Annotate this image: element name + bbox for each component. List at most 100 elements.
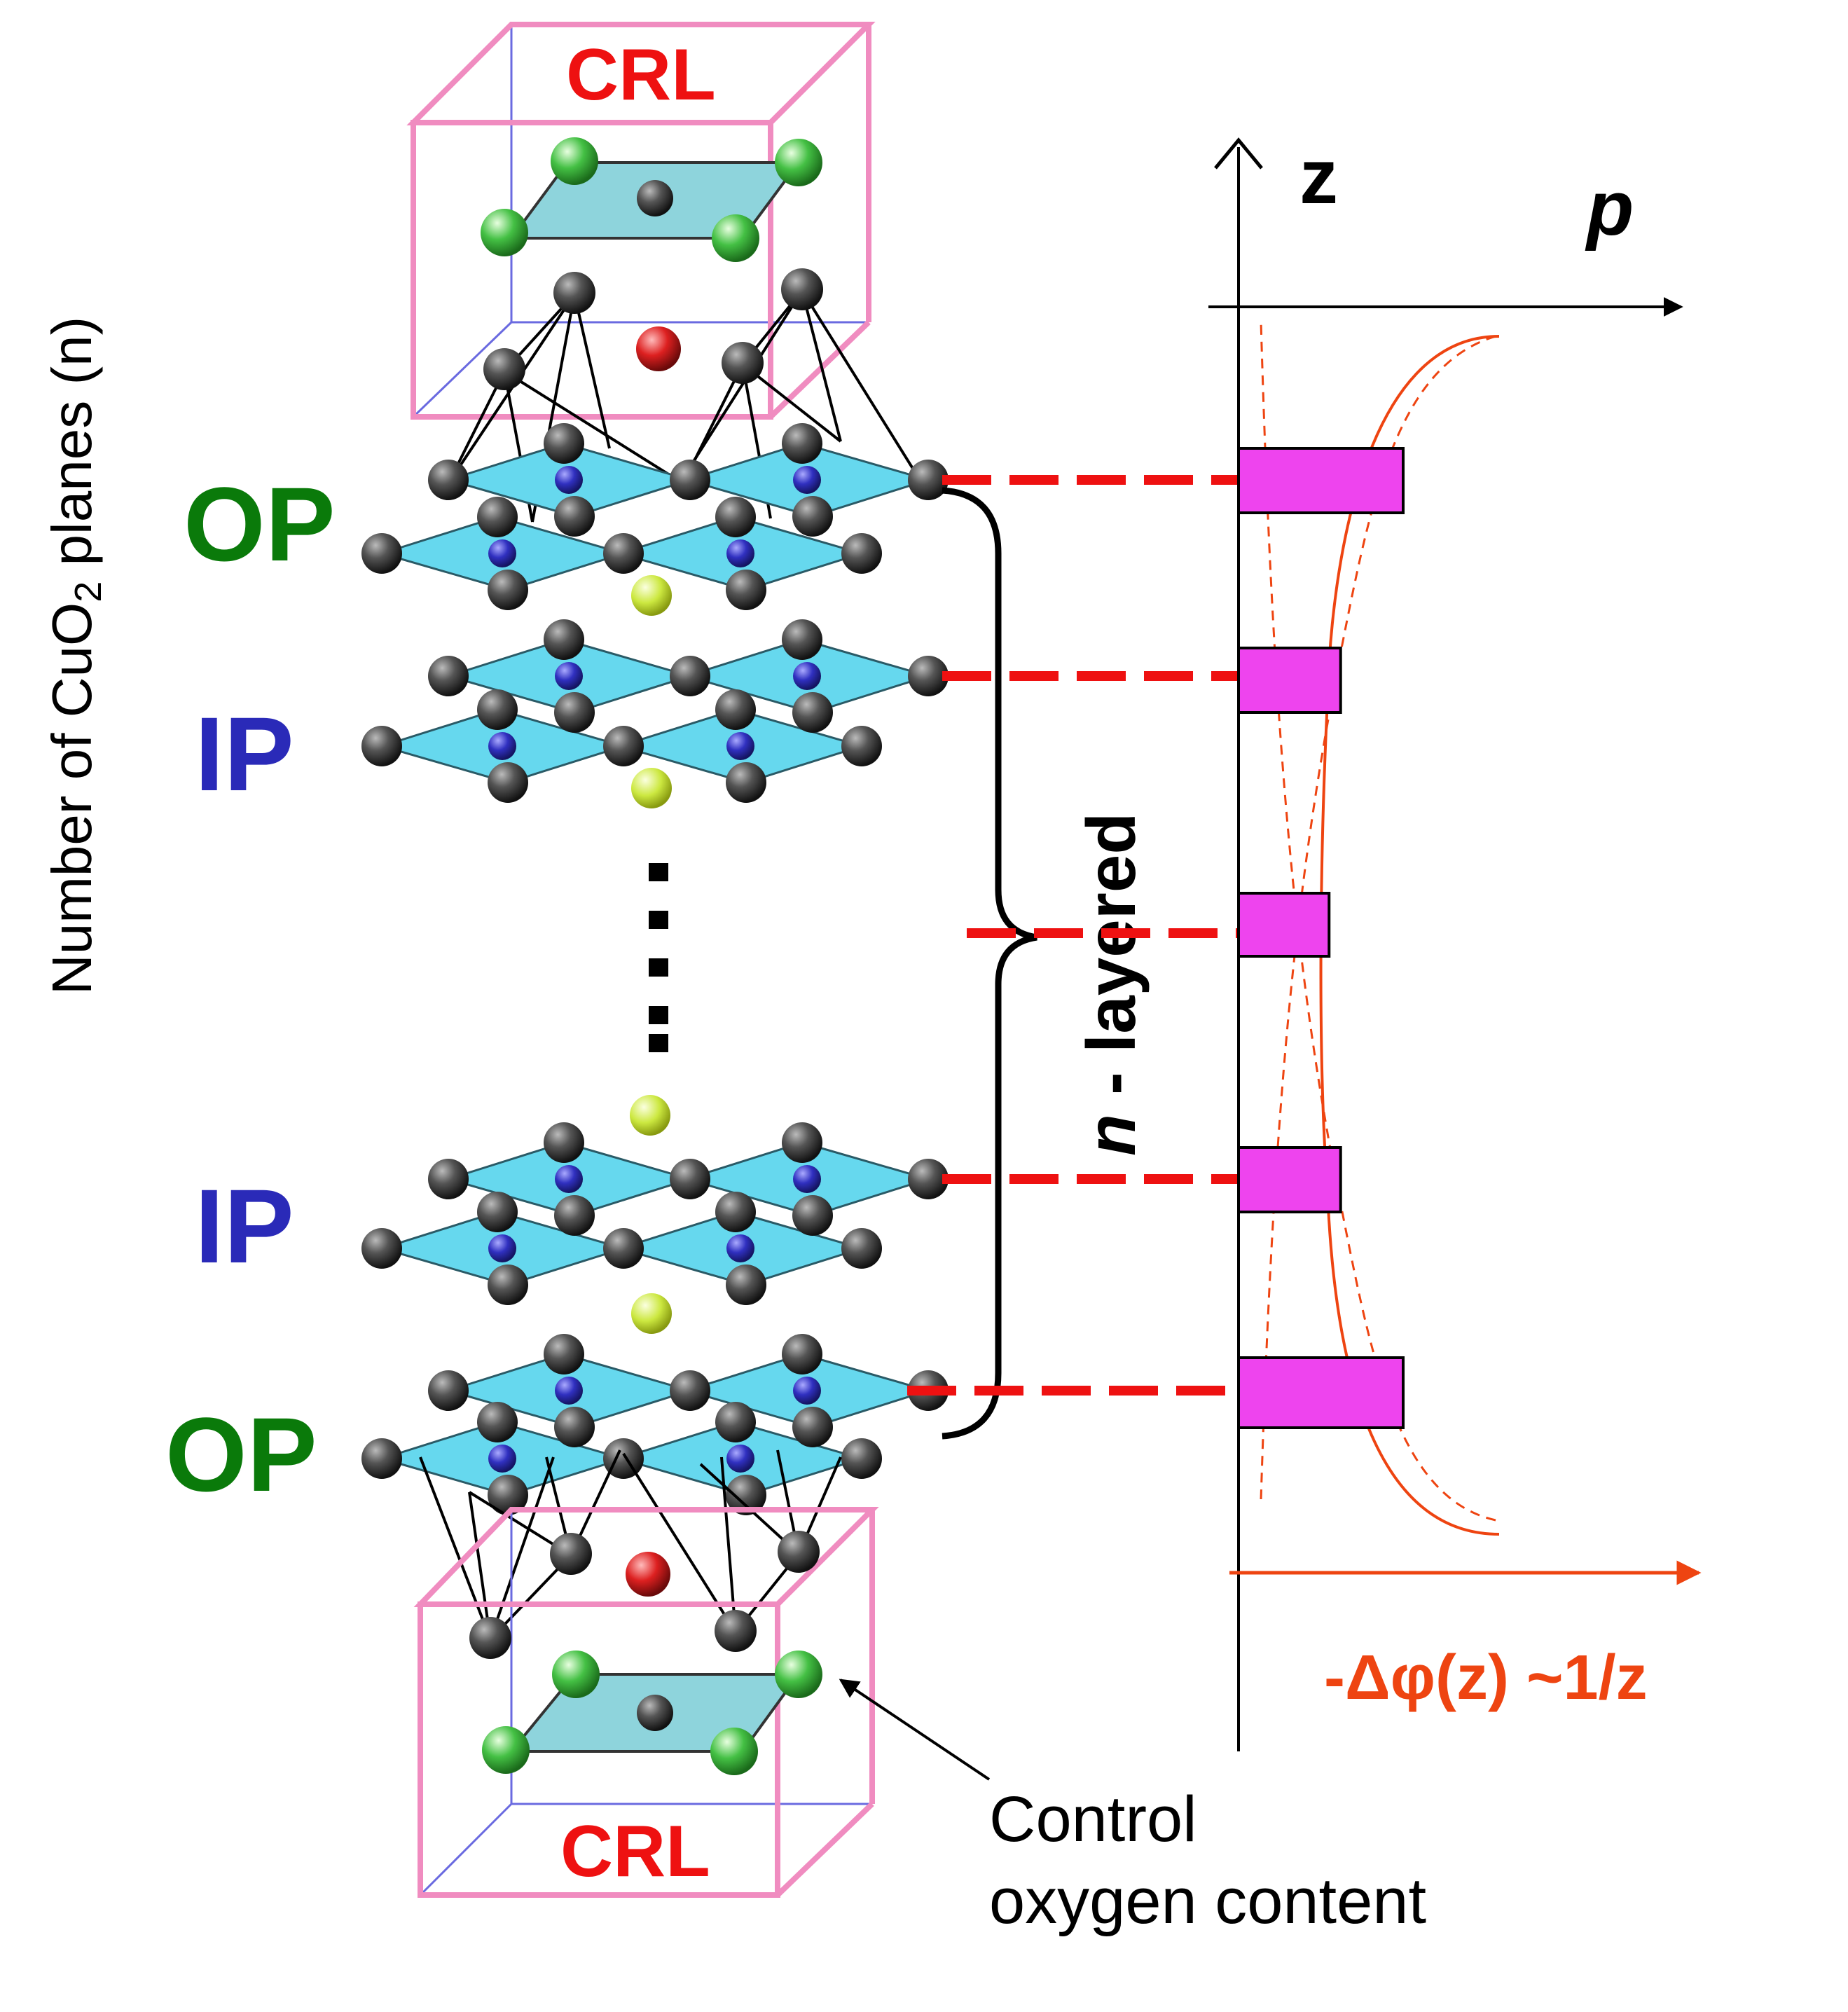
oxygen-atom — [782, 423, 822, 464]
oxygen-atom — [428, 1370, 469, 1411]
oxygen-atom — [908, 460, 949, 500]
annotation-line1: Control — [989, 1784, 1197, 1855]
oxygen-atom — [603, 726, 644, 766]
cu-atom — [726, 1234, 754, 1262]
cu-atom — [555, 1377, 583, 1405]
doping-bars — [1237, 447, 1405, 1429]
oxygen-atom — [792, 496, 833, 537]
oxygen-atom — [715, 689, 756, 730]
oxygen-atom — [428, 1159, 469, 1199]
cu-atom — [488, 1445, 516, 1473]
oxygen-atom — [477, 689, 518, 730]
z-axis-label: z — [1299, 134, 1338, 220]
cu-atom — [488, 1234, 516, 1262]
oxygen-atom — [715, 1402, 756, 1442]
oxygen-atom — [488, 1475, 528, 1515]
oxygen-atom — [488, 1265, 528, 1305]
oxygen-atom — [554, 1195, 595, 1236]
outer-plane-bottom — [361, 1334, 949, 1515]
doping-bar-ip — [1237, 647, 1342, 714]
total-potential-curve — [1319, 335, 1500, 1536]
oxygen-atom — [670, 460, 710, 500]
vertical-axis-label: Number of CuO2 planes (n) — [41, 317, 109, 995]
oxygen-atom — [554, 1407, 595, 1447]
inner-plane-bottom — [361, 1122, 949, 1305]
crl-bottom-unit: CRL — [413, 1449, 879, 1898]
spacer-atom — [631, 768, 672, 808]
cu-atom — [488, 539, 516, 567]
n-layered-label: n - layered — [1073, 813, 1150, 1156]
oxygen-atom — [726, 570, 766, 610]
cu-atom — [555, 1165, 583, 1193]
oxygen-atom — [726, 1475, 766, 1515]
oxygen-atom — [841, 1228, 882, 1269]
crl-oxygen-atom — [551, 137, 598, 185]
oxygen-atom — [792, 1407, 833, 1447]
annotation-line2: oxygen content — [989, 1866, 1426, 1937]
curly-brace — [942, 487, 1037, 1440]
oxygen-atom — [792, 692, 833, 733]
oxygen-atom — [361, 533, 402, 574]
oxygen-atom — [715, 1192, 756, 1232]
crl-top-unit: CRL — [406, 22, 919, 523]
oxygen-atom — [544, 619, 584, 660]
op-top-label: OP — [184, 465, 336, 583]
oxygen-atom — [670, 656, 710, 696]
oxygen-atom — [544, 423, 584, 464]
outer-plane-top — [361, 423, 949, 610]
oxygen-atom — [715, 497, 756, 537]
annotation-arrow — [839, 1679, 991, 1781]
oxygen-atom — [782, 619, 822, 660]
crl-top-label: CRL — [566, 34, 716, 116]
oxygen-atom — [603, 533, 644, 574]
oxygen-atom — [670, 1159, 710, 1199]
crl-red-atom — [636, 326, 681, 371]
cu-atom — [726, 539, 754, 567]
oxygen-atom — [782, 1122, 822, 1163]
cu-atom — [726, 732, 754, 760]
oxygen-atom — [488, 570, 528, 610]
oxygen-atom — [603, 1228, 644, 1269]
potential-label: -Δφ(z) ~1/z — [1324, 1643, 1648, 1713]
cu-atom — [488, 732, 516, 760]
cuo2-plane-stack — [361, 423, 949, 1515]
bottom-decay-curve — [1260, 322, 1496, 1522]
oxygen-atom — [477, 497, 518, 537]
cu-atom — [793, 662, 821, 690]
oxygen-atom — [554, 692, 595, 733]
p-axis-label: p — [1585, 165, 1634, 252]
doping-bar-ip — [1237, 892, 1331, 958]
oxygen-atom — [477, 1192, 518, 1232]
spacer-atom — [631, 1293, 672, 1334]
cu-atom — [793, 1165, 821, 1193]
oxygen-atom — [428, 460, 469, 500]
oxygen-atom — [908, 656, 949, 696]
spacer-atom — [631, 575, 672, 616]
oxygen-atom — [792, 1195, 833, 1236]
oxygen-atom — [726, 1265, 766, 1305]
doping-bar-op — [1237, 447, 1405, 514]
op-bottom-label: OP — [165, 1396, 317, 1513]
top-decay-curve — [1260, 335, 1496, 1500]
inner-plane-top — [361, 619, 949, 803]
oxygen-atom — [488, 762, 528, 803]
cu-atom — [555, 662, 583, 690]
cu-atom — [793, 466, 821, 494]
oxygen-atom — [670, 1370, 710, 1411]
oxygen-atom — [544, 1122, 584, 1163]
oxygen-atom — [726, 762, 766, 803]
oxygen-atom — [908, 1159, 949, 1199]
crl-bottom-label: CRL — [560, 1811, 710, 1892]
oxygen-atom — [428, 656, 469, 696]
oxygen-atom — [841, 1438, 882, 1479]
oxygen-atom — [841, 533, 882, 574]
cu-atom — [793, 1377, 821, 1405]
oxygen-atom — [361, 1438, 402, 1479]
oxygen-atom — [544, 1334, 584, 1374]
oxygen-atom — [477, 1402, 518, 1442]
ip-top-label: IP — [195, 695, 294, 813]
crl-red-atom — [626, 1552, 670, 1597]
spacer-atom — [630, 1095, 670, 1136]
ellipsis-dots — [649, 863, 668, 1052]
doping-bar-op — [1237, 1356, 1405, 1429]
